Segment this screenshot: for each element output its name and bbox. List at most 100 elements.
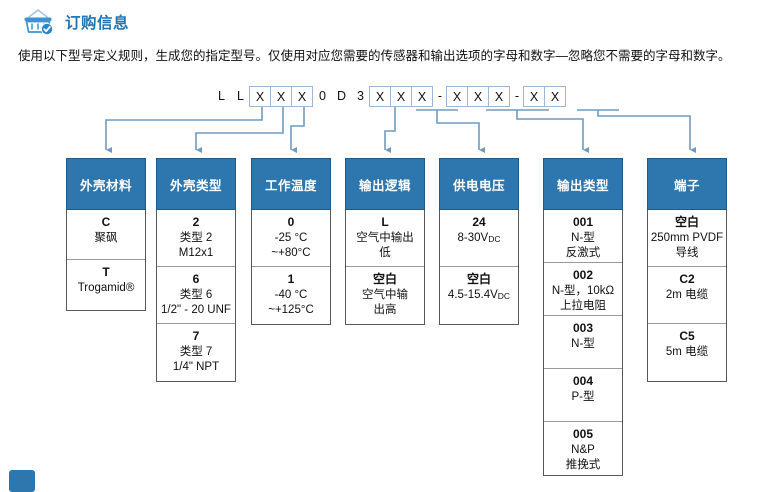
option-desc-line: N-型 bbox=[571, 232, 595, 244]
option-desc-line: 反激式 bbox=[565, 247, 601, 259]
page-title: 订购信息 bbox=[65, 15, 130, 32]
model-box-2[interactable]: X bbox=[270, 85, 292, 107]
option-code: C2 bbox=[679, 272, 695, 286]
model-dash-1: - bbox=[437, 89, 443, 103]
option-c[interactable]: C 聚砜 bbox=[67, 210, 145, 260]
option-code: 0 bbox=[287, 215, 295, 229]
model-box-4[interactable]: X bbox=[369, 85, 391, 107]
option-term-blank[interactable]: 空白 250mm PVDF 导线 bbox=[648, 210, 726, 267]
option-logic-l[interactable]: L 空气中输出 低 bbox=[346, 210, 424, 267]
column-body-operating-temperature: 0 -25 °C ~+80°C 1 -40 °C ~+125°C bbox=[251, 210, 331, 325]
option-temp-1[interactable]: 1 -40 °C ~+125°C bbox=[252, 267, 330, 324]
option-desc-line: ~+80°C bbox=[271, 247, 311, 259]
model-char-mid-3: 3 bbox=[357, 89, 364, 103]
column-operating-temperature: 工作温度 0 -25 °C ~+80°C 1 -40 °C ~+125°C bbox=[251, 158, 331, 325]
option-desc-line: 5m 电缆 bbox=[665, 346, 709, 358]
option-003[interactable]: 003 N-型 bbox=[544, 316, 622, 369]
option-desc-line: 导线 bbox=[675, 247, 699, 259]
option-desc-line: 空气中输 bbox=[362, 289, 408, 301]
option-code: L bbox=[381, 215, 389, 229]
column-output-logic: 输出逻辑 L 空气中输出 低 空白 空气中输 出高 bbox=[345, 158, 425, 325]
column-body-output-type: 001 N-型 反激式 002 N-型，10kΩ 上拉电阻 003 N-型 00… bbox=[543, 210, 623, 476]
option-code: 24 bbox=[472, 215, 486, 229]
column-header-output-type: 输出类型 bbox=[543, 158, 623, 210]
option-desc-line: 4.5-15.4VDC bbox=[447, 289, 511, 301]
model-box-7[interactable]: X bbox=[446, 85, 468, 107]
option-code: 004 bbox=[572, 374, 594, 388]
option-code: T bbox=[102, 265, 110, 279]
model-box-5[interactable]: X bbox=[390, 85, 412, 107]
option-001[interactable]: 001 N-型 反激式 bbox=[544, 210, 622, 263]
model-group-3: X X X bbox=[446, 85, 510, 107]
option-desc-line: N-型 bbox=[571, 338, 595, 350]
column-header-termination: 端子 bbox=[647, 158, 727, 210]
option-004[interactable]: 004 P-型 bbox=[544, 369, 622, 422]
model-box-6[interactable]: X bbox=[411, 85, 433, 107]
option-6[interactable]: 6 类型 6 1/2" - 20 UNF bbox=[157, 267, 235, 324]
option-logic-blank[interactable]: 空白 空气中输 出高 bbox=[346, 267, 424, 324]
option-code: 空白 bbox=[466, 272, 491, 286]
option-desc-line: Trogamid® bbox=[77, 282, 135, 294]
model-char-prefix-2: L bbox=[237, 89, 244, 103]
model-box-3[interactable]: X bbox=[291, 85, 313, 107]
option-desc-line: 2m 电缆 bbox=[665, 289, 709, 301]
column-header-housing-type: 外壳类型 bbox=[156, 158, 236, 210]
column-termination: 端子 空白 250mm PVDF 导线 C2 2m 电缆 C5 5m 电缆 bbox=[647, 158, 727, 382]
column-housing-material: 外壳材料 C 聚砜 T Trogamid® bbox=[66, 158, 146, 311]
option-desc-line: 类型 7 bbox=[179, 346, 213, 358]
option-desc-line: 8-30VDC bbox=[457, 232, 501, 244]
model-box-1[interactable]: X bbox=[249, 85, 271, 107]
option-desc-line: N&P bbox=[571, 444, 595, 456]
model-box-9[interactable]: X bbox=[488, 85, 510, 107]
option-desc-line: -25 °C bbox=[274, 232, 308, 244]
column-header-operating-temperature: 工作温度 bbox=[251, 158, 331, 210]
option-desc-line: 250mm PVDF bbox=[650, 232, 724, 244]
option-002[interactable]: 002 N-型，10kΩ 上拉电阻 bbox=[544, 263, 622, 316]
column-housing-type: 外壳类型 2 类型 2 M12x1 6 类型 6 1/2" - 20 UNF 7… bbox=[156, 158, 236, 382]
column-body-housing-material: C 聚砜 T Trogamid® bbox=[66, 210, 146, 311]
option-voltage-blank[interactable]: 空白 4.5-15.4VDC bbox=[440, 267, 518, 324]
option-temp-0[interactable]: 0 -25 °C ~+80°C bbox=[252, 210, 330, 267]
option-2[interactable]: 2 类型 2 M12x1 bbox=[157, 210, 235, 267]
option-code: 003 bbox=[572, 321, 594, 335]
model-group-2: X X X bbox=[369, 85, 433, 107]
column-body-supply-voltage: 24 8-30VDC 空白 4.5-15.4VDC bbox=[439, 210, 519, 325]
option-code: 1 bbox=[287, 272, 295, 286]
model-char-mid-1: 0 bbox=[319, 89, 326, 103]
option-005[interactable]: 005 N&P 推挽式 bbox=[544, 422, 622, 475]
option-desc-line: 低 bbox=[379, 247, 391, 259]
column-header-housing-material: 外壳材料 bbox=[66, 158, 146, 210]
option-code: 空白 bbox=[372, 272, 397, 286]
option-term-c2[interactable]: C2 2m 电缆 bbox=[648, 267, 726, 324]
model-char-prefix-1: L bbox=[218, 89, 225, 103]
option-desc-line: M12x1 bbox=[178, 247, 214, 259]
option-desc-line: ~+125°C bbox=[268, 304, 314, 316]
option-desc-line: 出高 bbox=[373, 304, 397, 316]
option-t[interactable]: T Trogamid® bbox=[67, 260, 145, 310]
option-desc-line: 类型 2 bbox=[179, 232, 213, 244]
column-header-supply-voltage: 供电电压 bbox=[439, 158, 519, 210]
page-header: 订购信息 bbox=[22, 8, 129, 36]
column-body-output-logic: L 空气中输出 低 空白 空气中输 出高 bbox=[345, 210, 425, 325]
model-box-8[interactable]: X bbox=[467, 85, 489, 107]
option-code: 001 bbox=[572, 215, 594, 229]
option-term-c5[interactable]: C5 5m 电缆 bbox=[648, 324, 726, 381]
option-code: 005 bbox=[572, 427, 594, 441]
bottom-partial-badge[interactable] bbox=[9, 470, 35, 492]
option-desc-line: 1/2" - 20 UNF bbox=[161, 304, 231, 316]
option-code: 7 bbox=[192, 329, 200, 343]
option-desc-line: 推挽式 bbox=[565, 459, 601, 471]
model-group-4: X X bbox=[523, 85, 566, 107]
option-desc-line: 空气中输出 bbox=[356, 232, 414, 244]
column-body-termination: 空白 250mm PVDF 导线 C2 2m 电缆 C5 5m 电缆 bbox=[647, 210, 727, 382]
option-desc-line: N-型，10kΩ bbox=[551, 285, 615, 297]
option-voltage-24[interactable]: 24 8-30VDC bbox=[440, 210, 518, 267]
column-output-type: 输出类型 001 N-型 反激式 002 N-型，10kΩ 上拉电阻 003 N… bbox=[543, 158, 623, 476]
model-dash-2: - bbox=[514, 89, 520, 103]
column-supply-voltage: 供电电压 24 8-30VDC 空白 4.5-15.4VDC bbox=[439, 158, 519, 325]
option-7[interactable]: 7 类型 7 1/4" NPT bbox=[157, 324, 235, 381]
option-code: 6 bbox=[192, 272, 200, 286]
option-desc-line: 上拉电阻 bbox=[560, 300, 606, 312]
model-box-10[interactable]: X bbox=[523, 85, 545, 107]
model-box-11[interactable]: X bbox=[544, 85, 566, 107]
